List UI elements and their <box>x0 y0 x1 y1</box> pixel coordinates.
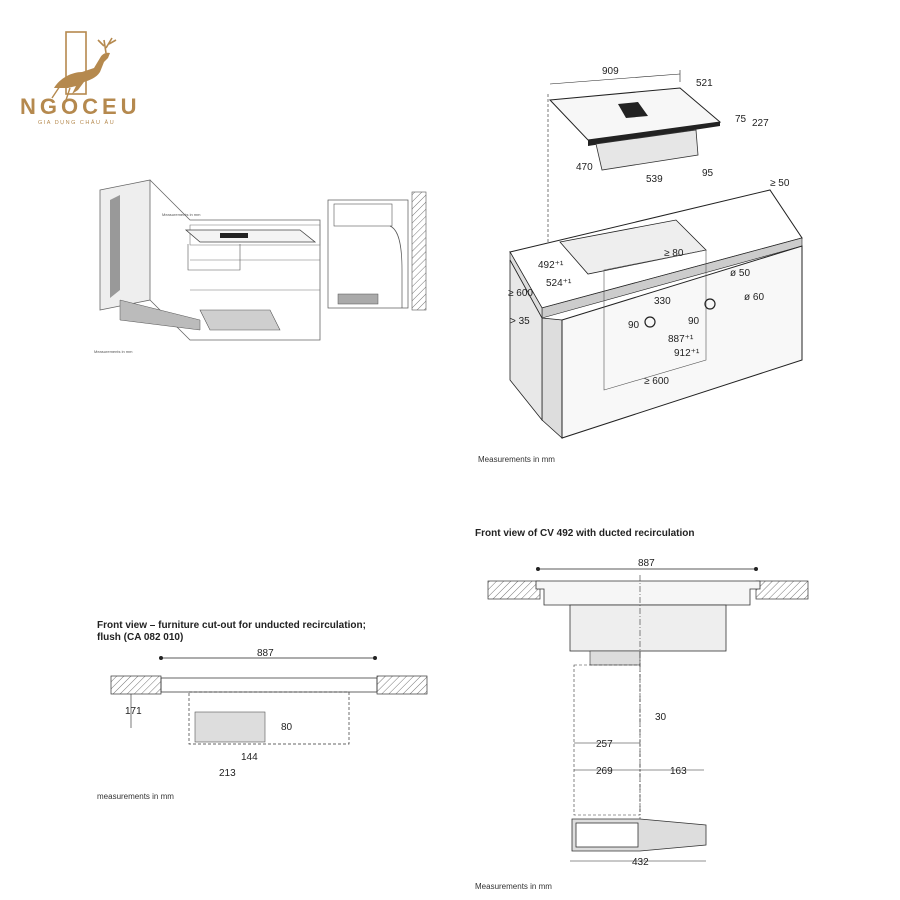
dim-min35: > 35 <box>510 316 530 327</box>
deer-logo-icon <box>51 31 117 101</box>
ducted-dim-163: 163 <box>670 766 687 777</box>
dim-cut887: 887⁺¹ <box>668 334 694 345</box>
unducted-caption: measurements in mm <box>97 792 174 801</box>
dim-cut912: 912⁺¹ <box>674 348 700 359</box>
dim-min600-b: ≥ 600 <box>644 376 669 387</box>
dim-min50: ≥ 50 <box>770 178 790 189</box>
small-drawing-caption: Measurements in mm <box>94 349 133 354</box>
ducted-recirculation-drawing: 887 30 257 269 163 432 <box>480 555 820 875</box>
dim-dia50: ø 50 <box>730 268 750 279</box>
unducted-title: Front view – furniture cut-out for unduc… <box>97 620 366 643</box>
ducted-dim-269: 269 <box>596 766 613 777</box>
iso-caption: Measurements in mm <box>478 455 555 464</box>
ducted-dim-30: 30 <box>655 712 667 723</box>
unducted-dim-171: 171 <box>125 706 142 717</box>
isometric-installation-view: 909 521 75 227 470 539 95 ≥ 50 ≥ 80 492⁺… <box>470 60 820 470</box>
ducted-dim-432: 432 <box>632 857 649 868</box>
dim-95: 95 <box>702 168 714 179</box>
ducted-caption: Measurements in mm <box>475 882 552 891</box>
dim-90-right: 90 <box>688 316 700 327</box>
unducted-dim-213: 213 <box>219 768 236 779</box>
dim-cut492: 492⁺¹ <box>538 260 564 271</box>
dim-75: 75 <box>735 114 747 125</box>
dim-min80: ≥ 80 <box>664 248 684 259</box>
brand-tagline: GIA DỤNG CHÂU ÂU <box>38 120 116 126</box>
small-installation-drawings: Measurements in mm Measurements in mm <box>90 170 440 365</box>
dim-min600-a: ≥ 600 <box>508 288 533 299</box>
unducted-cutout-drawing: 887 171 80 144 213 <box>95 648 440 783</box>
dim-dia60: ø 60 <box>744 292 764 303</box>
small-drawing-label: Measurements in mm <box>162 212 201 217</box>
unducted-dim-144: 144 <box>241 752 258 763</box>
brand-name: NGOCEU <box>20 94 141 119</box>
unducted-dim-80: 80 <box>281 722 293 733</box>
dim-470: 470 <box>576 162 593 173</box>
unducted-dim-887: 887 <box>257 648 274 659</box>
dim-cut524: 524⁺¹ <box>546 278 572 289</box>
dim-227: 227 <box>752 118 769 129</box>
dim-depth-521: 521 <box>696 78 713 89</box>
ducted-dim-257: 257 <box>596 739 613 750</box>
dim-90-left: 90 <box>628 320 640 331</box>
dim-539: 539 <box>646 174 663 185</box>
ducted-title: Front view of CV 492 with ducted recircu… <box>475 528 695 539</box>
ducted-dim-887: 887 <box>638 558 655 569</box>
dim-width-909: 909 <box>602 66 619 77</box>
dim-330: 330 <box>654 296 671 307</box>
brand-logo: NGOCEU GIA DỤNG CHÂU ÂU <box>20 28 150 128</box>
